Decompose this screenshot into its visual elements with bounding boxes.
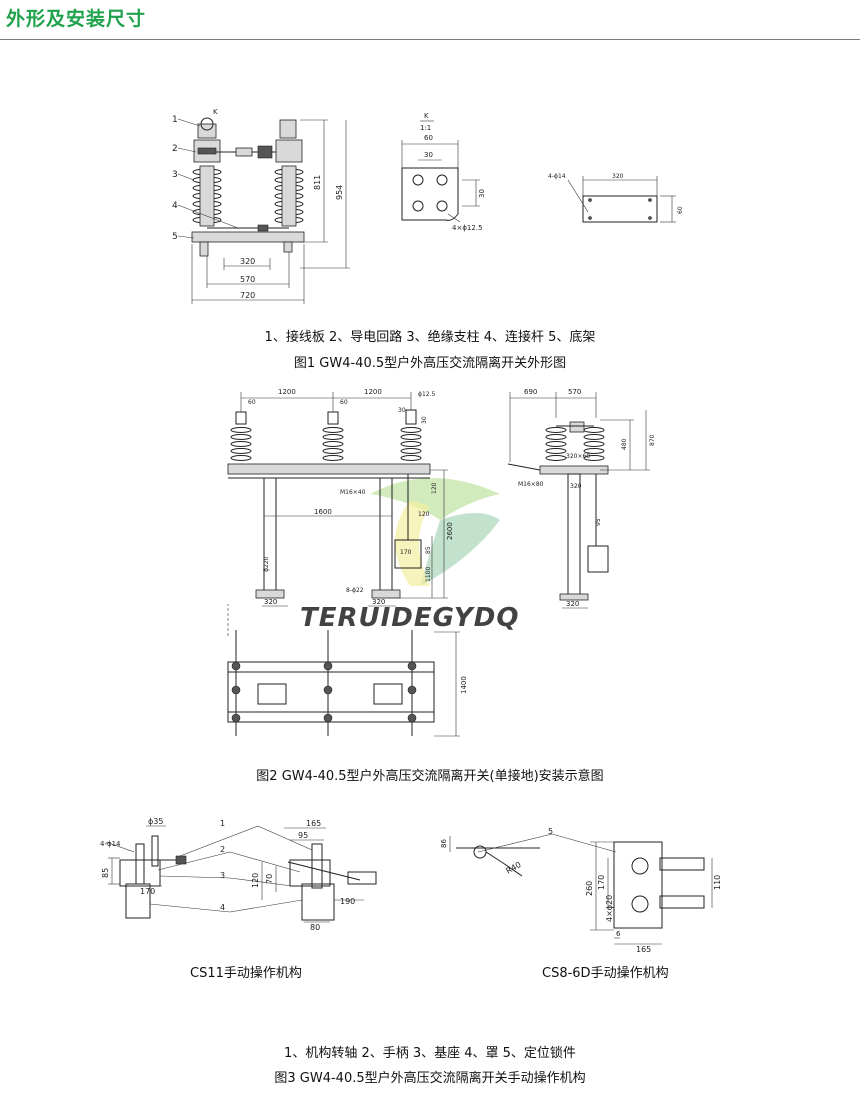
k-label: K [213, 108, 218, 116]
dim-85: 85 [101, 868, 110, 878]
dim-260: 260 [585, 881, 594, 896]
part-number-2: 2 [172, 144, 178, 154]
base-dim-60: 60 [677, 206, 684, 214]
dim-85: 85 [425, 546, 432, 554]
dim-170: 170 [140, 887, 155, 896]
base-dim-320: 320 [612, 173, 624, 180]
dim-95: 95 [298, 831, 308, 840]
detail-dim-30a: 30 [424, 151, 433, 159]
dim-320b: 320 [372, 598, 385, 606]
dim-570: 570 [240, 275, 255, 284]
part-number-1: 1 [172, 115, 178, 125]
dim-870: 870 [649, 434, 656, 446]
fig2-front-elevation: 1200 1200 60 60 ϕ12.5 30 30 M16×40 120 1… [227, 388, 454, 636]
dim-1200a: 1200 [278, 388, 296, 396]
fig3-sublabel-cs11: CS11手动操作机构 [190, 966, 302, 981]
detail-k: K [424, 112, 429, 120]
detail-dim-60: 60 [424, 134, 433, 142]
bolt-holes: 8-ϕ22 [346, 587, 364, 594]
label-1: 1 [220, 819, 225, 828]
dim-320c: 320 [570, 483, 582, 490]
page-title: 外形及安装尺寸 [6, 8, 147, 30]
dim-12-5: ϕ12.5 [418, 391, 436, 398]
dim-1100: 1100 [425, 567, 432, 582]
fig3-caption: 图3 GW4-40.5型户外高压交流隔离开关手动操作机构 [274, 1071, 586, 1086]
label-2: 2 [220, 845, 225, 854]
dim-1200b: 1200 [364, 388, 382, 396]
watermark-text: TERUIDEGYDQ [300, 603, 519, 633]
dim-70: 70 [265, 874, 274, 884]
label-5: 5 [548, 827, 553, 836]
dim-35: ϕ35 [148, 817, 163, 826]
dim-r40: R40 [505, 860, 523, 876]
dim-80: 80 [310, 923, 320, 932]
dim-320x60: 320×60 [566, 453, 590, 460]
part-number-5: 5 [172, 232, 178, 242]
dim-30a: 30 [398, 407, 406, 414]
dim-60b: 60 [340, 399, 348, 406]
holes-20: 4×ϕ20 [605, 895, 614, 922]
dim-165: 165 [306, 819, 321, 828]
detail-holes: 4×ϕ12.5 [452, 224, 483, 232]
holes-14: 4-ϕ14 [100, 840, 121, 848]
dim-320d: 320 [566, 600, 579, 608]
dim-480: 480 [621, 438, 628, 450]
fig3-cs8-drawing: 86 5 R40 260 170 4×ϕ20 110 6 165 [440, 827, 722, 954]
dim-170: 170 [400, 549, 412, 556]
dim-170b: 170 [597, 875, 606, 890]
bolt-m16x40: M16×40 [340, 489, 366, 496]
dim-95: 95 [595, 518, 602, 526]
fig1-caption: 图1 GW4-40.5型户外高压交流隔离开关外形图 [293, 356, 567, 371]
fig2-caption: 图2 GW4-40.5型户外高压交流隔离开关(单接地)安装示意图 [256, 769, 604, 784]
fig3-cs11-drawing: ϕ35 165 4-ϕ14 95 85 120 70 170 190 80 1 … [100, 817, 377, 932]
detail-dim-30b: 30 [478, 189, 486, 198]
title-divider [0, 39, 860, 40]
fig3-legend: 1、机构转轴 2、手柄 3、基座 4、罩 5、定位锁件 [284, 1046, 576, 1061]
dim-220: ϕ220 [263, 556, 270, 572]
dim-190: 190 [340, 897, 355, 906]
dim-6: 6 [616, 930, 621, 938]
bolt-m16x80: M16×80 [518, 481, 544, 488]
base-frame [191, 231, 305, 243]
detail-scale: 1:1 [420, 124, 431, 132]
dim-1400: 1400 [460, 676, 468, 694]
fig2-plan-view: 1400 [227, 630, 468, 737]
dim-811: 811 [313, 175, 322, 190]
dim-720: 720 [240, 291, 255, 300]
dim-165b: 165 [636, 945, 651, 954]
dim-690: 690 [524, 388, 537, 396]
terminal-plate-left [197, 123, 217, 139]
fig1-base-plate: 4-ϕ14 320 60 [548, 173, 684, 223]
dim-1600: 1600 [314, 508, 332, 516]
dim-60a: 60 [248, 399, 256, 406]
dim-86: 86 [440, 839, 448, 848]
dim-954: 954 [335, 185, 344, 200]
part-number-3: 3 [172, 170, 178, 180]
dim-570: 570 [568, 388, 581, 396]
dim-320: 320 [240, 257, 255, 266]
fig1-legend: 1、接线板 2、导电回路 3、绝缘支柱 4、连接杆 5、底架 [264, 330, 596, 345]
label-3: 3 [220, 871, 225, 880]
fig3-sublabel-cs8: CS8-6D手动操作机构 [542, 966, 669, 981]
watermark: TERUIDEGYDQ [300, 478, 519, 633]
fig2-side-elevation: 690 570 480 870 320×60 M16×80 320 95 320 [507, 388, 656, 609]
fig1-k-detail: K 1:1 60 30 30 4×ϕ12.5 [401, 112, 486, 232]
label-4: 4 [220, 903, 225, 912]
dim-30b: 30 [421, 416, 428, 424]
fig1-front-view: 1 2 3 4 5 K 320 570 720 811 954 [172, 108, 350, 304]
dim-120b: 120 [418, 511, 430, 518]
k-marker-circle [200, 117, 214, 131]
dim-320a: 320 [264, 598, 277, 606]
dim-110: 110 [713, 875, 722, 890]
part-number-4: 4 [172, 201, 178, 211]
base-holes: 4-ϕ14 [548, 173, 566, 180]
dim-2600: 2600 [446, 522, 454, 540]
dim-120a: 120 [431, 482, 438, 494]
dim-120: 120 [251, 873, 260, 888]
